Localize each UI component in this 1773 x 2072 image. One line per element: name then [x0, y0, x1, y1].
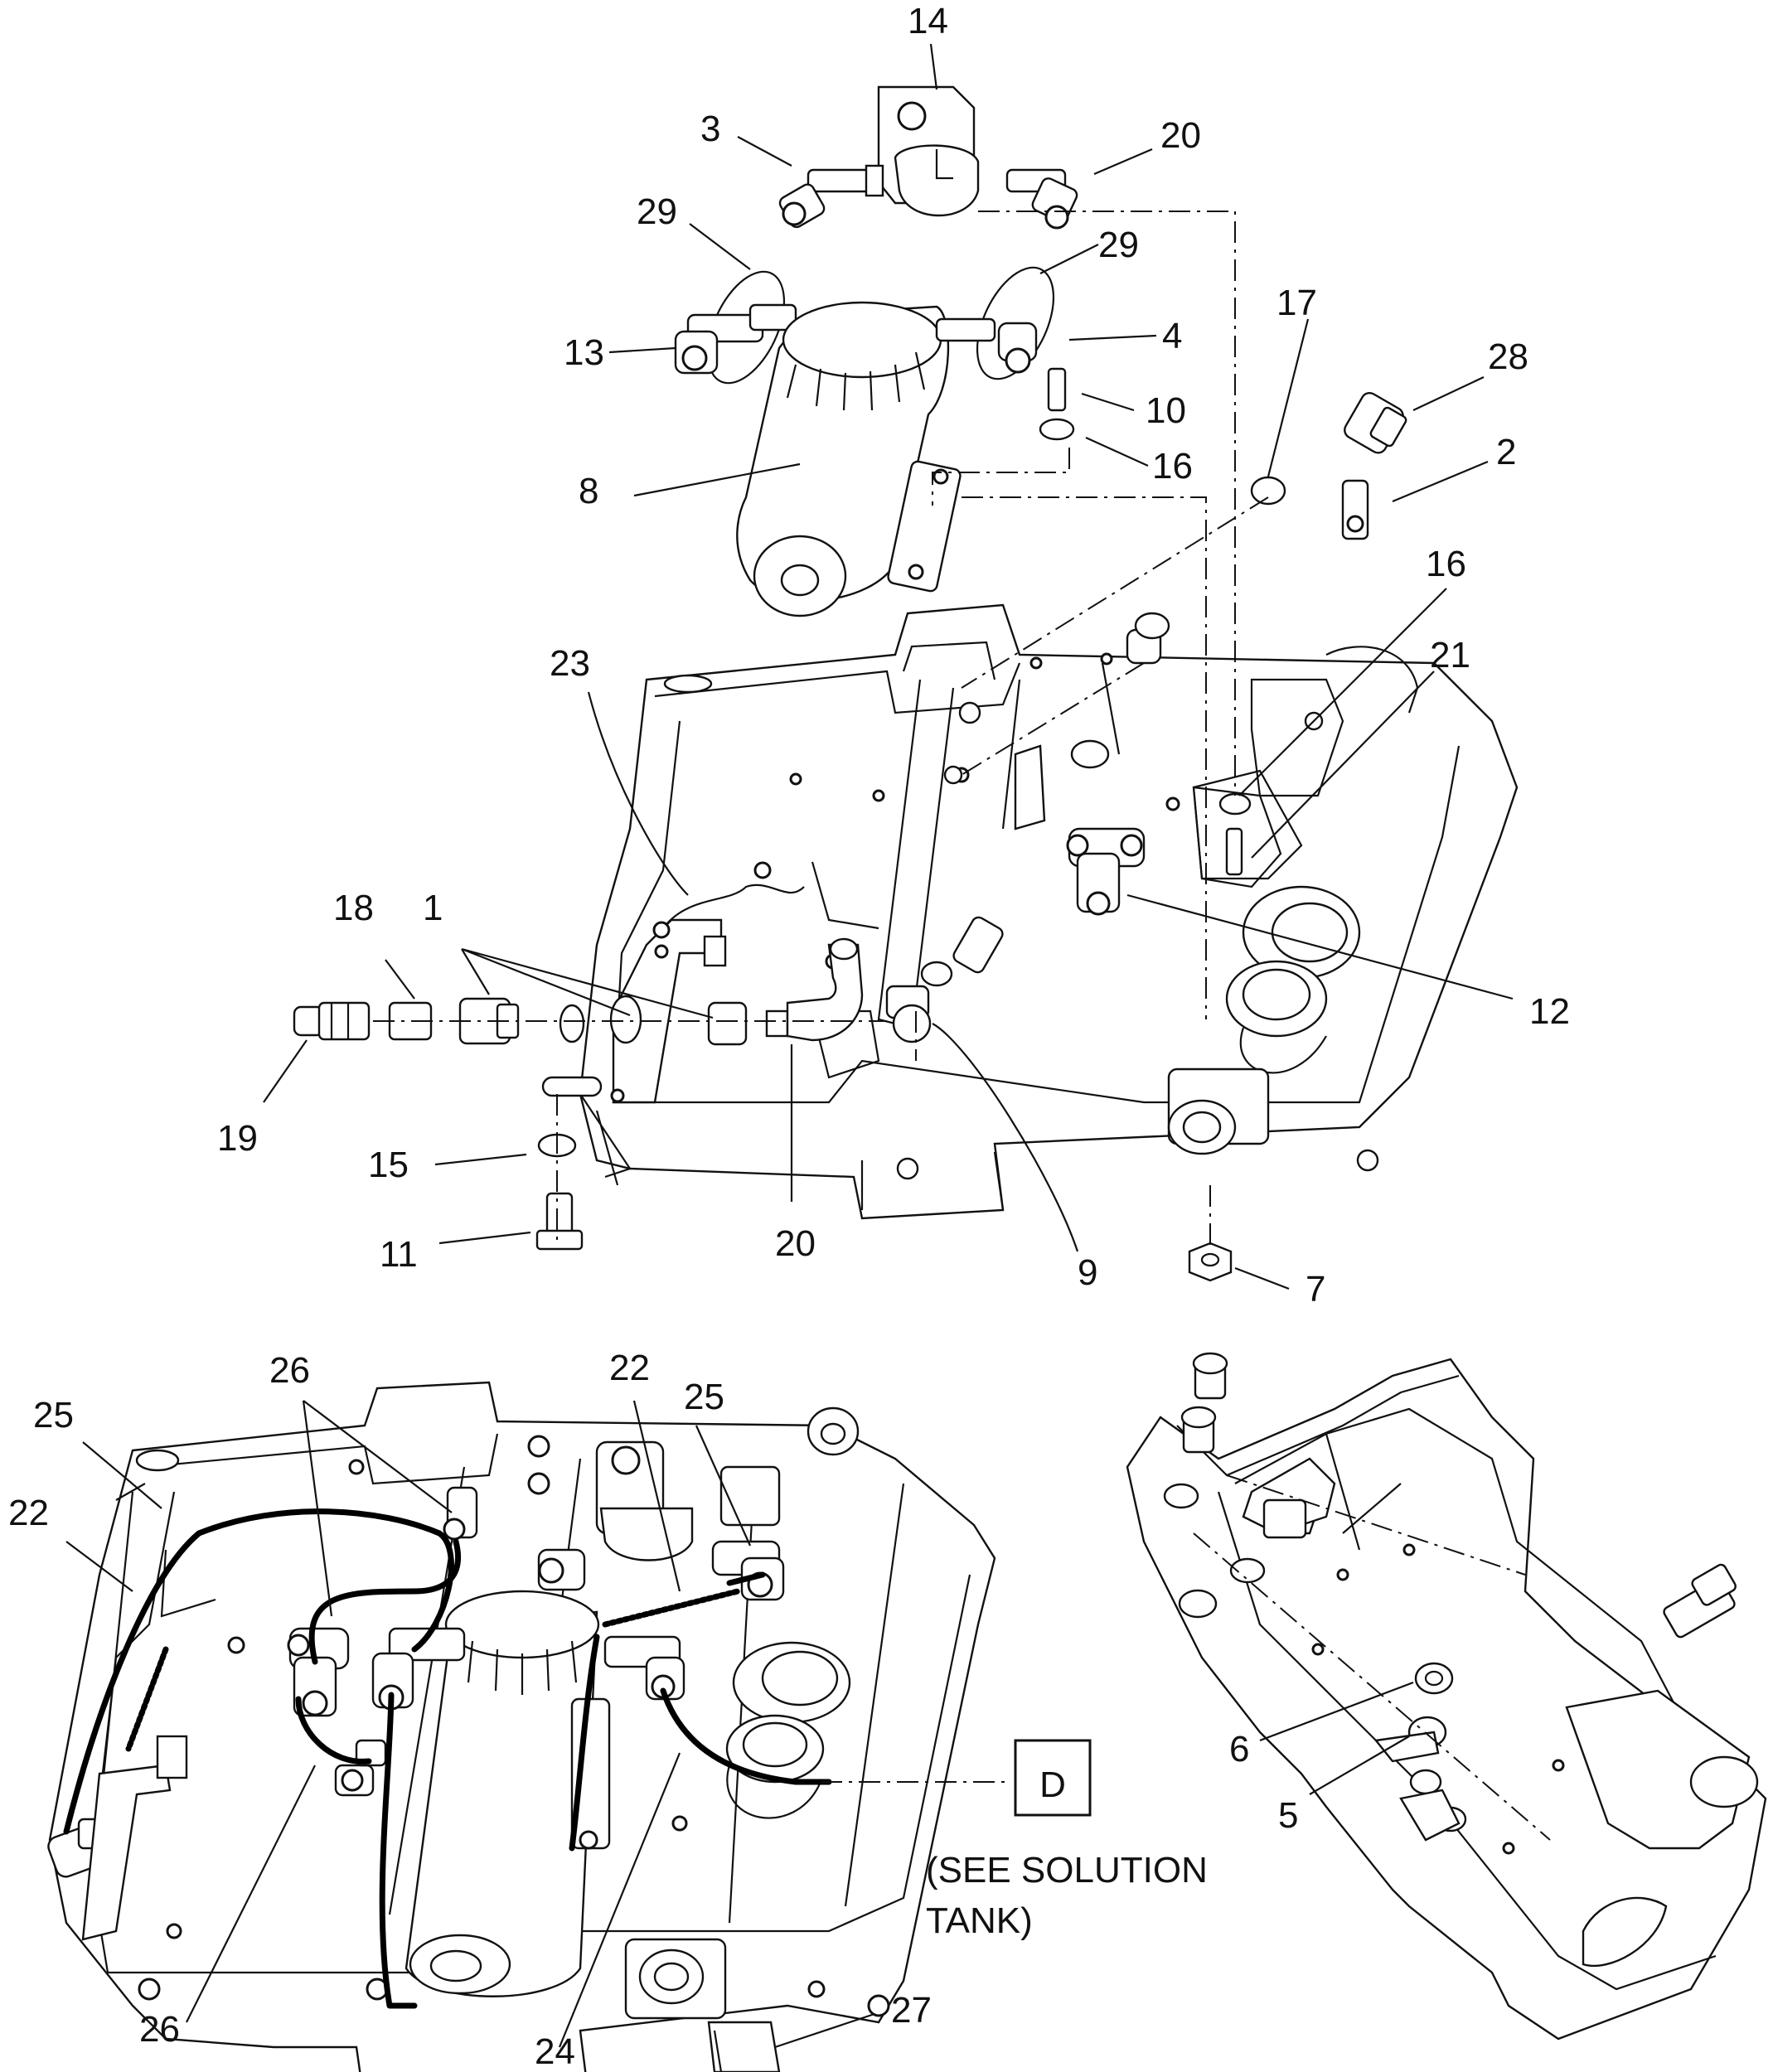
- callout-12: 12: [1529, 991, 1570, 1032]
- callout-9: 9: [1078, 1252, 1097, 1293]
- callout-21: 21: [1430, 635, 1470, 675]
- callout-3: 3: [700, 109, 720, 149]
- tee-fitting: [674, 303, 797, 375]
- callout-24: 24: [535, 2031, 575, 2072]
- connector-top-a: [1192, 1352, 1228, 1400]
- tee-bottom-right: [371, 1627, 466, 1711]
- callout-7: 7: [1306, 1269, 1325, 1310]
- hose-to-solution: [660, 1687, 832, 1785]
- hose-pump-down: [379, 1692, 418, 2009]
- callout-26: 26: [139, 2009, 180, 2050]
- reference-letter: D: [1039, 1765, 1066, 1805]
- callout-16: 16: [1426, 544, 1466, 584]
- washer-16: [1039, 418, 1075, 441]
- nut-1b: [559, 995, 748, 1046]
- callout-25: 25: [684, 1377, 724, 1417]
- callout-8: 8: [579, 471, 598, 511]
- callout-13: 13: [564, 332, 604, 373]
- elbow-fitting-28: [1344, 391, 1407, 454]
- callout-22: 22: [8, 1493, 49, 1533]
- pump: [736, 301, 1038, 617]
- callouts: 14 3 20 29 29 13 4 10 16 8 17 28 2 16 21…: [8, 1, 1570, 2072]
- elbow-bottom-a: [443, 1486, 586, 1591]
- ground-wire: [662, 884, 805, 929]
- quick-connect-right: [1663, 1563, 1737, 1639]
- elbow-bottom-c: [603, 1635, 685, 1701]
- hose-lower-left: [295, 1696, 372, 1765]
- callout-15: 15: [368, 1145, 409, 1185]
- elbow-fitting-20b: [765, 937, 864, 1042]
- hose-coiled-a: [125, 1646, 169, 1752]
- reference-box-d: [1014, 1739, 1092, 1817]
- callout-1: 1: [423, 888, 443, 928]
- top-assembly: [293, 85, 1519, 1282]
- solenoid-valve: [877, 85, 980, 217]
- screw-10: [1047, 367, 1067, 412]
- callout-11: 11: [380, 1234, 418, 1275]
- fitting-9: [885, 916, 1004, 1043]
- callout-29: 29: [1098, 225, 1139, 265]
- chassis-frame: [541, 603, 1519, 1220]
- hose-main: [63, 1508, 454, 1835]
- quick-connect-19: [293, 1001, 371, 1041]
- bottom-right-assembly: [1126, 1352, 1767, 2041]
- hose-right-vertical: [569, 1634, 600, 1852]
- hose-coiled-b: [602, 1588, 741, 1628]
- plug-6: [1414, 1662, 1454, 1695]
- callout-28: 28: [1488, 336, 1528, 377]
- fitting-right-mid: [1163, 1483, 1266, 1619]
- tee-bottom-left: [287, 1627, 350, 1717]
- hose-left-loop: [308, 1538, 462, 1665]
- hose-clamp-right: [976, 266, 1055, 380]
- callout-5: 5: [1278, 1795, 1298, 1836]
- callout-26: 26: [269, 1350, 310, 1391]
- callout-17: 17: [1276, 283, 1317, 323]
- connector-2: [1341, 479, 1369, 540]
- callout-6: 6: [1229, 1729, 1249, 1769]
- bracket-27: [707, 2021, 781, 2072]
- hex-nut-7: [1188, 1242, 1233, 1282]
- callout-2: 2: [1496, 432, 1516, 472]
- bottom-left-assembly: D (SEE SOLUTION TANK): [47, 1381, 1208, 2072]
- bolt-11: [535, 1192, 584, 1251]
- callout-10: 10: [1146, 390, 1186, 431]
- reference-note-line2: TANK): [926, 1900, 1033, 1941]
- callout-19: 19: [217, 1118, 258, 1159]
- elbow-fitting-left: [778, 164, 884, 229]
- leader-lines: [65, 43, 1514, 2049]
- callout-14: 14: [908, 1, 948, 41]
- callout-4: 4: [1162, 316, 1182, 356]
- callout-18: 18: [333, 888, 374, 928]
- bracket-bottom: [81, 1735, 188, 1941]
- pump-bottom: [404, 1590, 611, 1997]
- nut-1: [458, 997, 520, 1045]
- connector-top-b: [1180, 1406, 1217, 1454]
- callout-20: 20: [775, 1223, 816, 1264]
- plate-16-21: [1192, 769, 1303, 880]
- callout-25: 25: [33, 1395, 74, 1435]
- callout-29: 29: [637, 191, 677, 232]
- tee-fitting-12: [1066, 827, 1146, 916]
- callout-16: 16: [1152, 446, 1193, 487]
- hose-upper-right: [726, 1571, 766, 1586]
- elbow-bottom-b: [711, 1540, 785, 1601]
- elbow-fitting-right: [1005, 168, 1078, 230]
- callout-22: 22: [609, 1348, 650, 1388]
- callout-27: 27: [891, 1990, 932, 2031]
- reference-note-line1: (SEE SOLUTION: [926, 1850, 1208, 1890]
- fitting-5: [1373, 1716, 1467, 1842]
- callout-20: 20: [1160, 115, 1201, 156]
- callout-23: 23: [550, 643, 590, 684]
- washer-17: [1250, 476, 1286, 506]
